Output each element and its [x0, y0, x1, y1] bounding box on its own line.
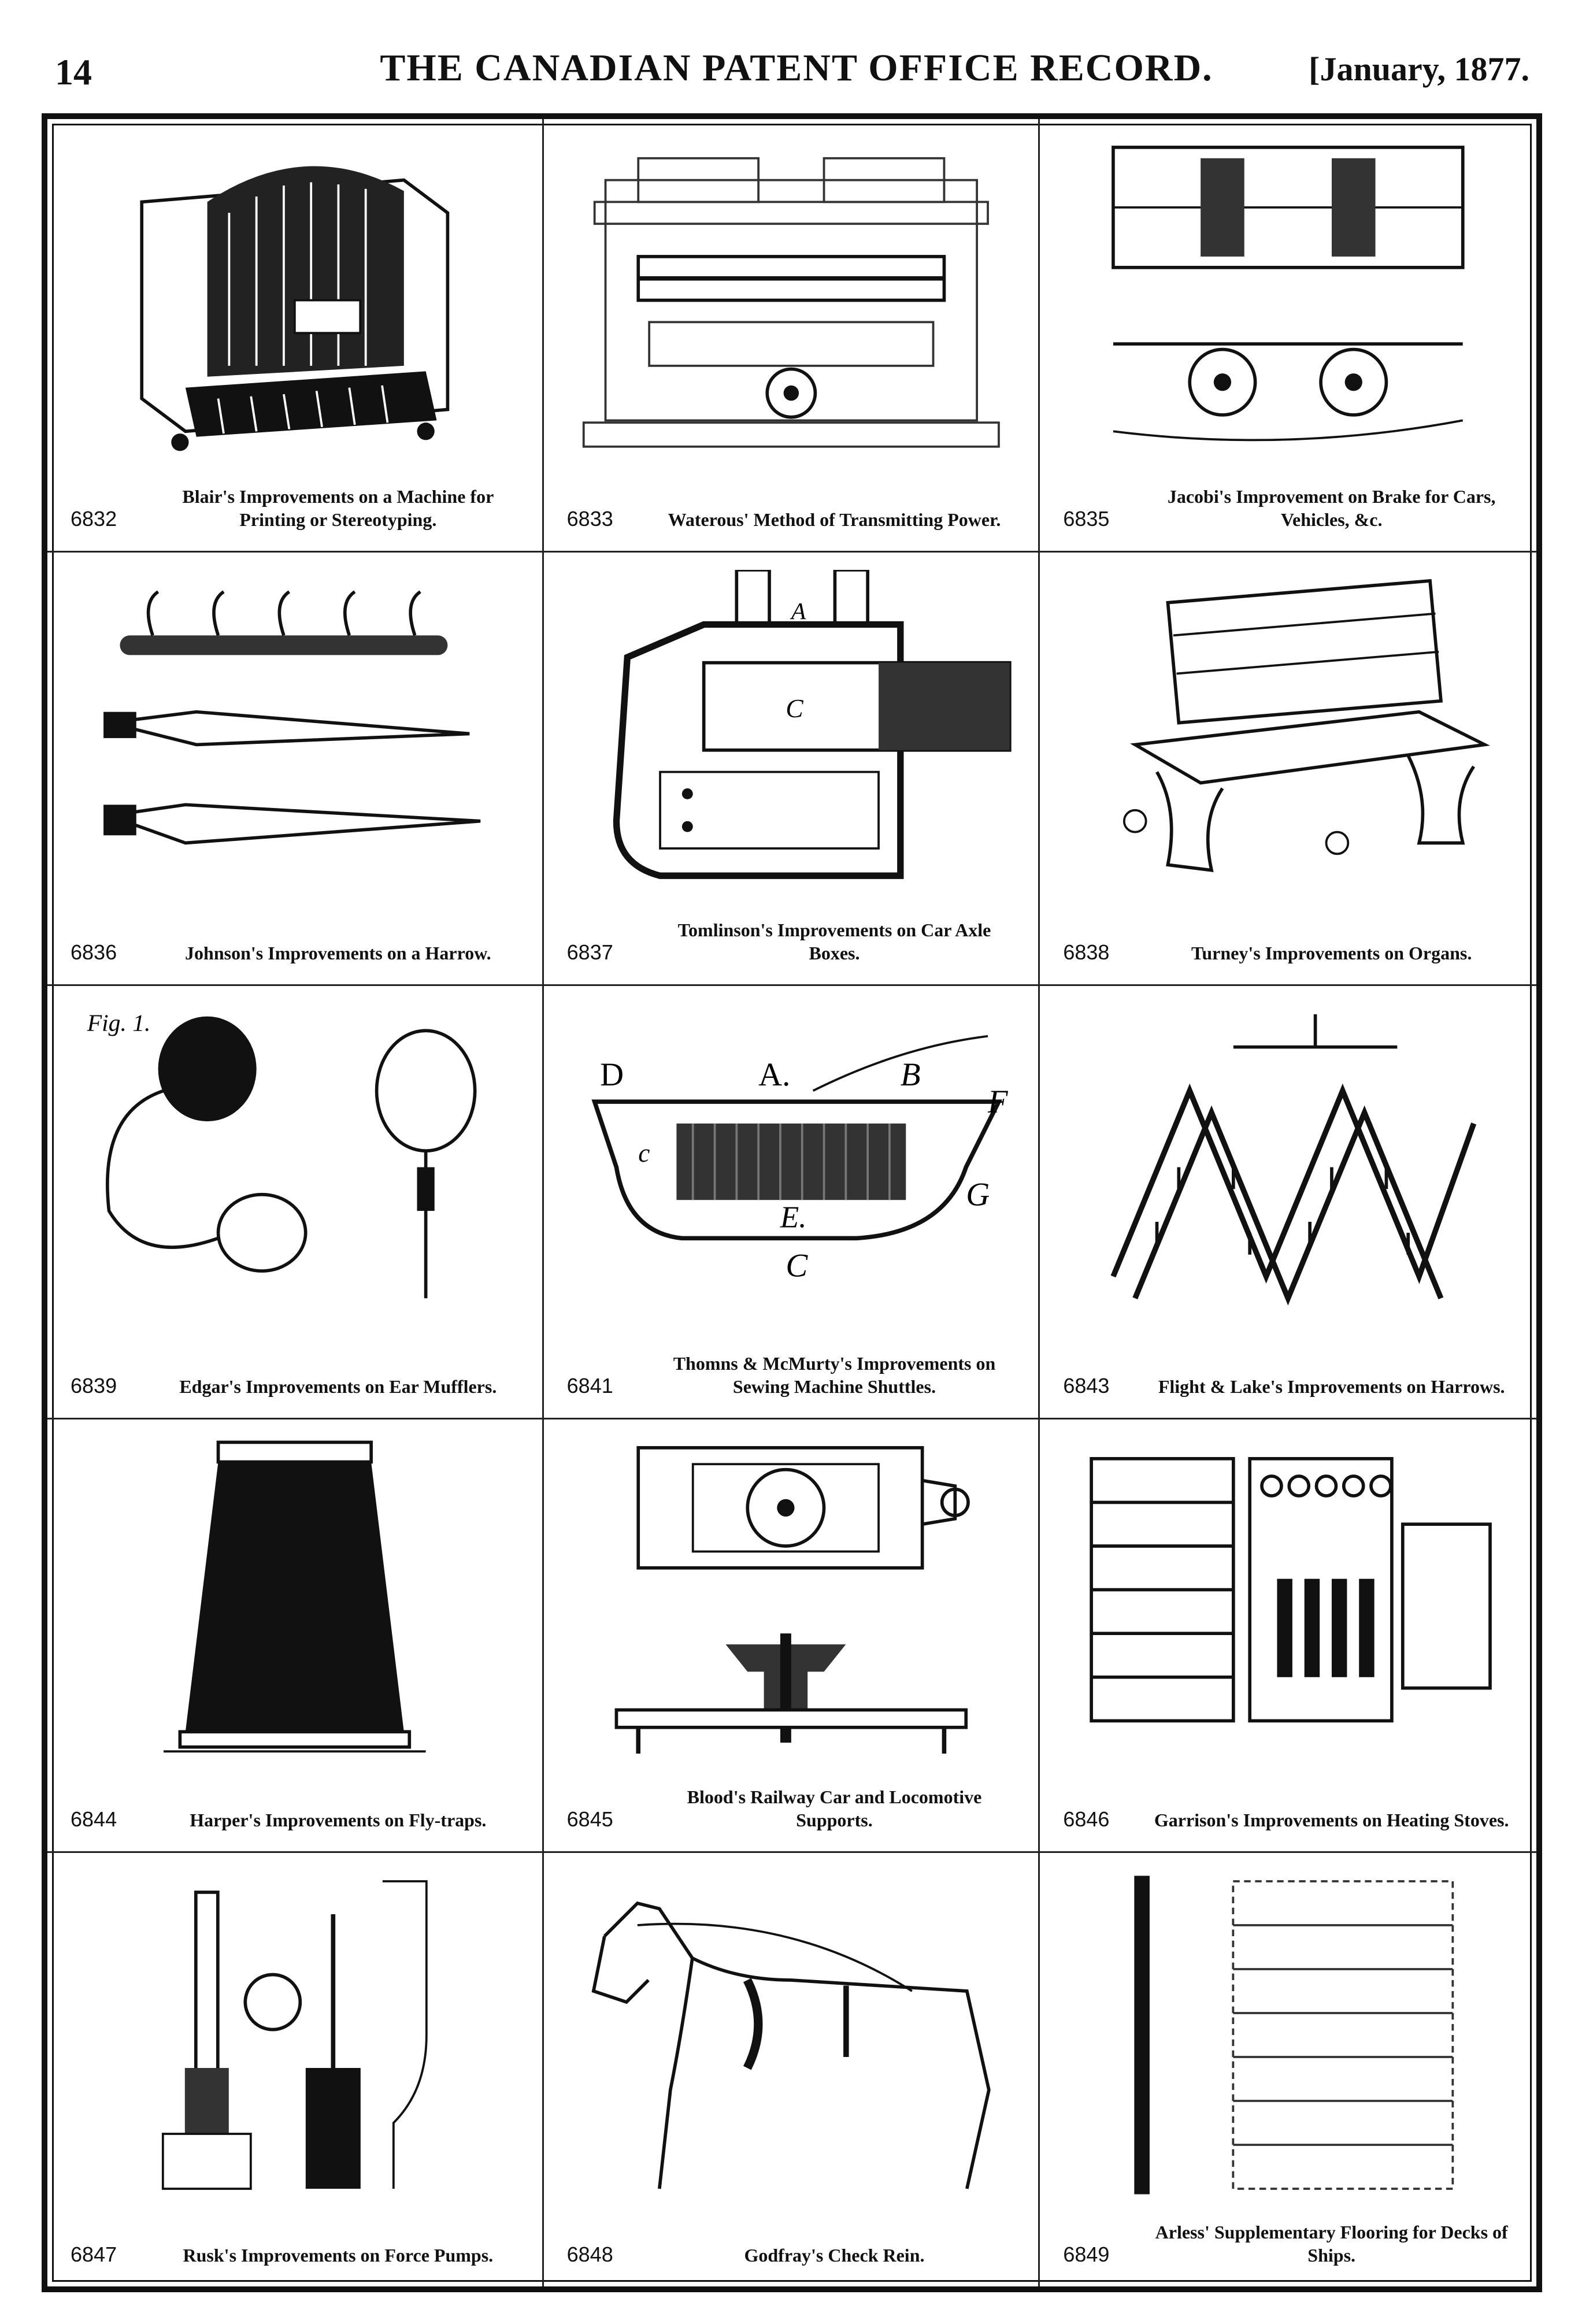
- force-pump-illustration: [71, 1870, 519, 2200]
- patent-number: 6844: [71, 1807, 117, 1831]
- figure-label: c: [638, 1139, 650, 1167]
- check-rein-illustration: [567, 1870, 1016, 2200]
- patent-number: 6841: [566, 1374, 613, 1398]
- figure-label: F: [987, 1084, 1009, 1120]
- printing-machine-illustration: [71, 136, 519, 464]
- patent-caption: Arless' Supplementary Flooring for Decks…: [1155, 2222, 1508, 2266]
- patent-cell-6847: 6847 Rusk's Improvements on Force Pumps.: [47, 1853, 544, 2286]
- patent-cell-6843: 6843 Flight & Lake's Improvements on Har…: [1040, 986, 1536, 1419]
- patent-cell-6844: 6844 Harper's Improvements on Fly-traps.: [47, 1419, 544, 1853]
- patent-number: 6848: [566, 2243, 613, 2266]
- page-header: 14 THE CANADIAN PATENT OFFICE RECORD. [J…: [0, 0, 1593, 116]
- patent-number: 6832: [71, 507, 117, 531]
- patent-caption: Flight & Lake's Improvements on Harrows.: [1158, 1376, 1505, 1397]
- patent-number: 6849: [1063, 2243, 1110, 2266]
- figure-label: Fig. 1.: [87, 1009, 151, 1036]
- patent-cell-6837: C A 6837 Tomlinson's Improvements on Car…: [543, 553, 1040, 986]
- patent-caption: Blair's Improvements on a Machine for Pr…: [182, 486, 494, 530]
- brake-illustration: [1063, 136, 1513, 464]
- figure-label: B: [900, 1057, 920, 1093]
- patent-number: 6836: [71, 940, 117, 964]
- patent-number: 6846: [1063, 1807, 1110, 1831]
- patent-number: 6833: [566, 507, 613, 531]
- figure-label: G: [966, 1177, 990, 1213]
- patent-cell-6835: 6835 Jacobi's Improvement on Brake for C…: [1040, 119, 1536, 553]
- patent-caption: Jacobi's Improvement on Brake for Cars, …: [1167, 486, 1496, 530]
- patent-caption: Tomlinson's Improvements on Car Axle Box…: [677, 920, 991, 963]
- patent-cell-6845: 6845 Blood's Railway Car and Locomotive …: [543, 1419, 1040, 1853]
- patent-cell-6848: 6848 Godfray's Check Rein.: [544, 1853, 1040, 2286]
- organ-bench-illustration: [1063, 570, 1513, 898]
- patent-cell-6833: 6833 Waterous' Method of Transmitting Po…: [543, 119, 1040, 553]
- issue-date: [January, 1877.: [1309, 50, 1529, 88]
- patent-caption: Harper's Improvements on Fly-traps.: [190, 1810, 487, 1830]
- patent-number: 6847: [71, 2243, 117, 2266]
- patent-grid: 6832 Blair's Improvements on a Machine f…: [47, 119, 1536, 2286]
- axle-box-illustration: C A: [567, 568, 1016, 898]
- page-title: THE CANADIAN PATENT OFFICE RECORD.: [380, 47, 1213, 89]
- patent-cell-6841: D A. B F c E. G C 6841 Thomns & McMurty'…: [543, 986, 1040, 1419]
- figure-label: A: [789, 598, 806, 624]
- figure-label: E.: [780, 1200, 807, 1234]
- patent-cell-6836: 6836 Johnson's Improvements on a Harrow.: [47, 553, 544, 986]
- patent-number: 6843: [1063, 1374, 1110, 1398]
- heating-stove-illustration: [1063, 1437, 1513, 1765]
- patent-cell-6838: 6838 Turney's Improvements on Organs.: [1040, 553, 1536, 986]
- railway-support-illustration: [567, 1437, 1016, 1765]
- patent-caption: Godfray's Check Rein.: [744, 2245, 925, 2266]
- patent-caption: Waterous' Method of Transmitting Power.: [668, 509, 1001, 530]
- power-transmission-illustration: [567, 136, 1016, 464]
- patent-cell-6846: 6846 Garrison's Improvements on Heating …: [1040, 1419, 1536, 1853]
- patent-number: 6837: [566, 940, 613, 964]
- patent-number: 6845: [566, 1807, 613, 1831]
- patent-caption: Garrison's Improvements on Heating Stove…: [1154, 1810, 1509, 1830]
- harrow-teeth-illustration: [71, 570, 519, 898]
- patent-cell-6832: 6832 Blair's Improvements on a Machine f…: [47, 119, 544, 553]
- patent-caption: Rusk's Improvements on Force Pumps.: [183, 2245, 494, 2266]
- patent-number: 6838: [1063, 940, 1110, 964]
- patent-caption: Blood's Railway Car and Locomotive Suppo…: [687, 1786, 982, 1830]
- figure-label: C: [786, 694, 803, 723]
- patent-caption: Edgar's Improvements on Ear Mufflers.: [179, 1376, 497, 1397]
- page-number: 14: [55, 51, 92, 92]
- figure-label: A.: [758, 1057, 790, 1093]
- patent-number: 6835: [1063, 507, 1110, 531]
- ship-flooring-illustration: [1063, 1870, 1513, 2200]
- patent-caption: Johnson's Improvements on a Harrow.: [185, 943, 491, 963]
- figure-label: D: [600, 1057, 624, 1093]
- patent-caption: Thomns & McMurty's Improvements on Sewin…: [673, 1353, 996, 1397]
- ear-muffler-illustration: Fig. 1.: [71, 1003, 519, 1331]
- figure-label: C: [786, 1248, 808, 1284]
- fly-trap-illustration: [71, 1437, 519, 1765]
- sewing-shuttle-illustration: D A. B F c E. G C: [567, 1003, 1016, 1331]
- zigzag-harrow-illustration: [1063, 1003, 1513, 1331]
- patent-number: 6839: [71, 1374, 117, 1398]
- patent-cell-6839: Fig. 1. 6839 Edgar's Improvements on Ear…: [47, 986, 544, 1419]
- patent-cell-6849: 6849 Arless' Supplementary Flooring for …: [1040, 1853, 1536, 2286]
- plate-frame: 6832 Blair's Improvements on a Machine f…: [42, 113, 1542, 2292]
- patent-caption: Turney's Improvements on Organs.: [1191, 943, 1472, 963]
